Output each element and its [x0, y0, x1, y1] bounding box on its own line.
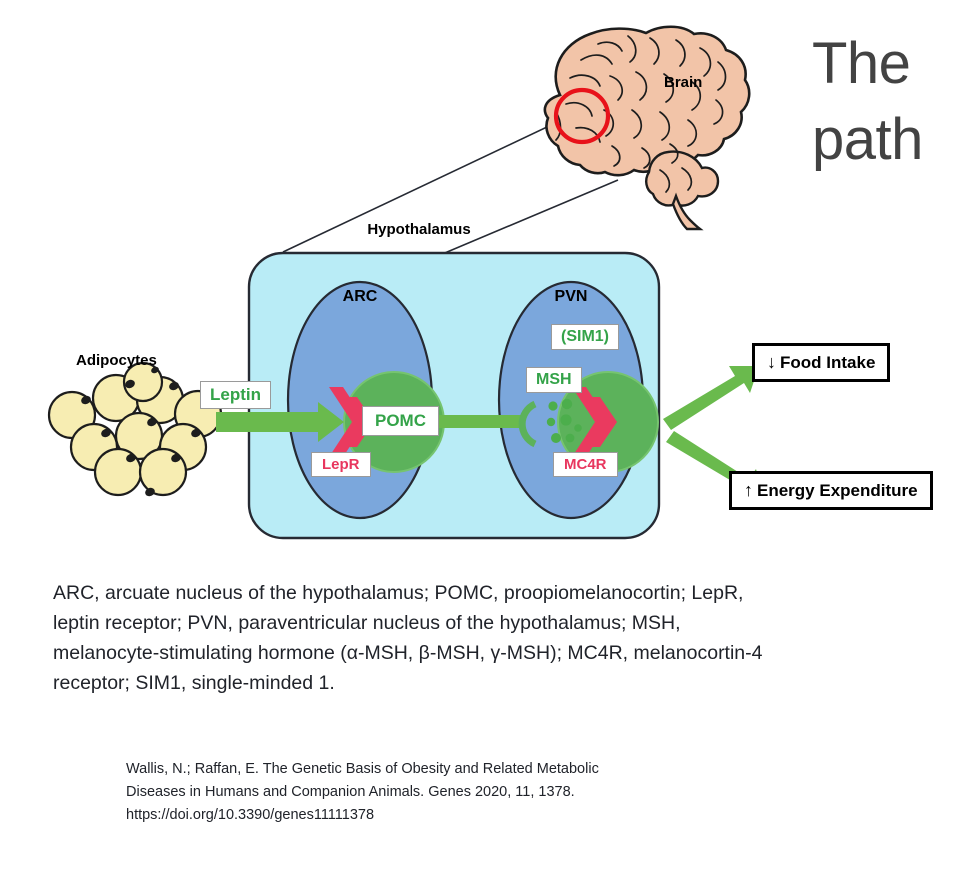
- msh-molecule: [551, 433, 561, 443]
- leptin-arrow: [216, 402, 344, 442]
- slide-title: The path: [812, 26, 965, 178]
- down-arrow-icon: ↓: [767, 352, 776, 372]
- brain-stem: [671, 192, 704, 231]
- msh-chip: MSH: [526, 367, 582, 393]
- msh-molecule: [560, 414, 572, 426]
- msh-molecule: [561, 398, 573, 410]
- adipocyte-nucleus: [151, 366, 159, 374]
- msh-molecule: [565, 433, 575, 443]
- msh-molecule: [574, 424, 582, 432]
- brain-cerebellum: [645, 150, 720, 207]
- lepr-chip: LepR: [311, 452, 371, 477]
- adipocyte-nucleus: [191, 428, 201, 438]
- arrow-to-food-intake: [663, 366, 759, 430]
- hypothalamus-highlight-circle: [553, 87, 611, 145]
- slide-title-line-2: path: [812, 107, 923, 172]
- msh-vesicle-release: [518, 398, 582, 448]
- sim1-chip: (SIM1): [551, 324, 619, 350]
- connector-line-right: [439, 179, 619, 256]
- adipocyte-nucleus: [169, 381, 179, 391]
- citation-line-2: Diseases in Humans and Companion Animals…: [126, 784, 575, 800]
- brain-illustration: [543, 25, 751, 231]
- figure-caption: ARC, arcuate nucleus of the hypothalamus…: [53, 582, 763, 694]
- msh-molecule: [548, 401, 558, 411]
- brain-label: Brain: [664, 74, 703, 91]
- adipocyte-nucleus: [126, 453, 136, 463]
- hypothalamus-label: Hypothalamus: [367, 221, 471, 238]
- msh-molecule: [546, 417, 556, 427]
- adipocyte-nucleus: [125, 379, 135, 389]
- adipocyte-cluster: [47, 361, 223, 497]
- connector-line-left: [282, 117, 567, 253]
- pomc-chip: POMC: [362, 406, 439, 436]
- energy-expenditure-outcome-box: ↑Energy Expenditure: [729, 471, 933, 510]
- leptin-arrow-shape: [216, 402, 344, 442]
- mc4r-chevron-outer: [572, 387, 609, 457]
- energy-expenditure-label: Energy Expenditure: [757, 481, 918, 500]
- msh-vesicle-arc: [518, 400, 537, 448]
- adipocyte-nucleus: [171, 453, 181, 463]
- leptin-melanocortin-pathway-diagram: Brain Hypothalamus ARC PVN Adipocytes Le…: [47, 25, 933, 540]
- adipocyte-nucleus: [101, 428, 111, 438]
- pvn-label: PVN: [554, 288, 588, 305]
- citation-line-1: Wallis, N.; Raffan, E. The Genetic Basis…: [126, 761, 599, 777]
- adipocytes-label: Adipocytes: [76, 352, 157, 369]
- adipocyte-nucleus: [81, 395, 91, 405]
- leptin-chip: Leptin: [200, 381, 271, 409]
- mc4r-chip: MC4R: [553, 452, 618, 477]
- adipocyte-nucleus: [145, 487, 155, 497]
- slide-title-line-1: The: [812, 31, 911, 96]
- pomc-to-pvn-axon: [434, 415, 524, 428]
- arc-label: ARC: [342, 288, 378, 305]
- up-arrow-icon: ↑: [744, 480, 753, 500]
- zoom-connector-lines: [282, 117, 619, 256]
- mc4r-receptor: [572, 387, 617, 457]
- mc4r-chevron-inner: [590, 397, 617, 447]
- source-citation: Wallis, N.; Raffan, E. The Genetic Basis…: [126, 758, 826, 827]
- food-intake-label: Food Intake: [780, 353, 876, 372]
- lepr-chevron-outer: [329, 387, 366, 457]
- adipocyte-nucleus: [147, 417, 157, 427]
- citation-doi: https://doi.org/10.3390/genes11111378: [126, 807, 375, 823]
- food-intake-outcome-box: ↓Food Intake: [752, 343, 891, 382]
